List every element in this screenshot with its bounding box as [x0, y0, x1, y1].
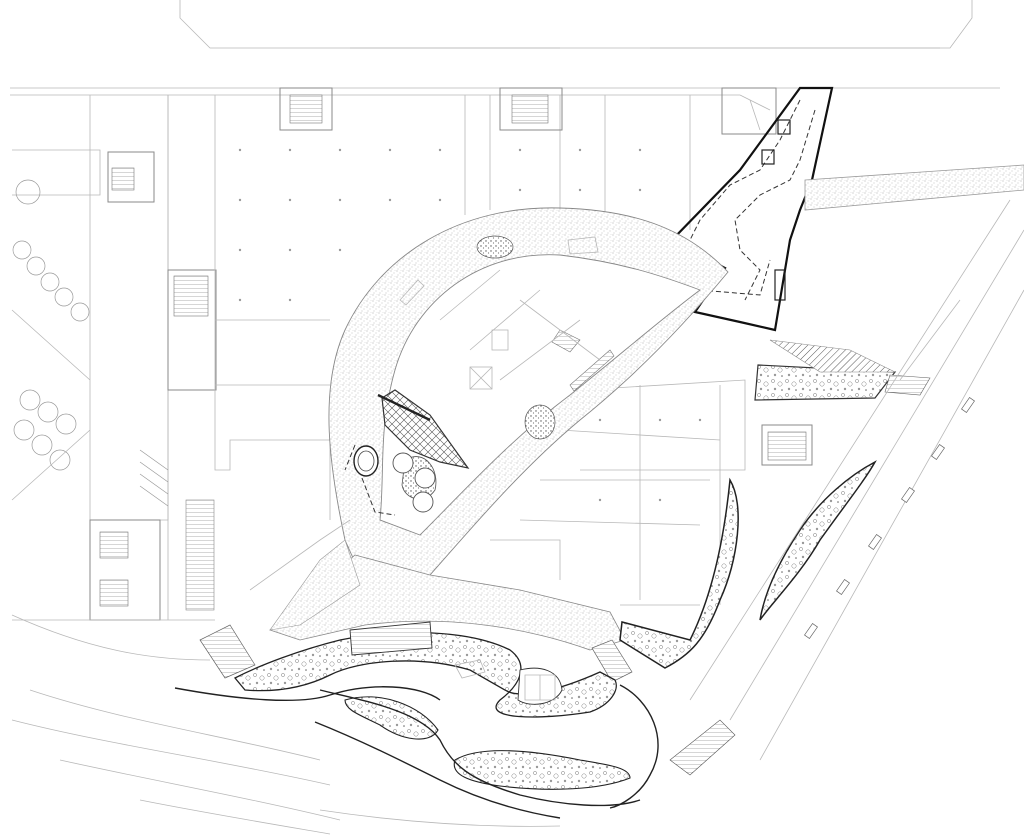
- east-roadway: [669, 199, 1024, 776]
- column-grid: [238, 148, 702, 502]
- south-plaza-paving: [199, 539, 633, 683]
- arched-plaza-paving: [328, 207, 729, 586]
- south-landscape-park: [174, 621, 659, 819]
- dining-terrace: [344, 389, 470, 516]
- northeast-angled-building: [670, 86, 1024, 332]
- southwest-road-curves: [11, 519, 561, 835]
- east-planting-strips: [619, 339, 931, 669]
- main-building-structure: [168, 87, 813, 606]
- left-tree-row: [11, 179, 91, 501]
- left-building-wing: [12, 95, 217, 621]
- top-street-lines: [10, 0, 1000, 96]
